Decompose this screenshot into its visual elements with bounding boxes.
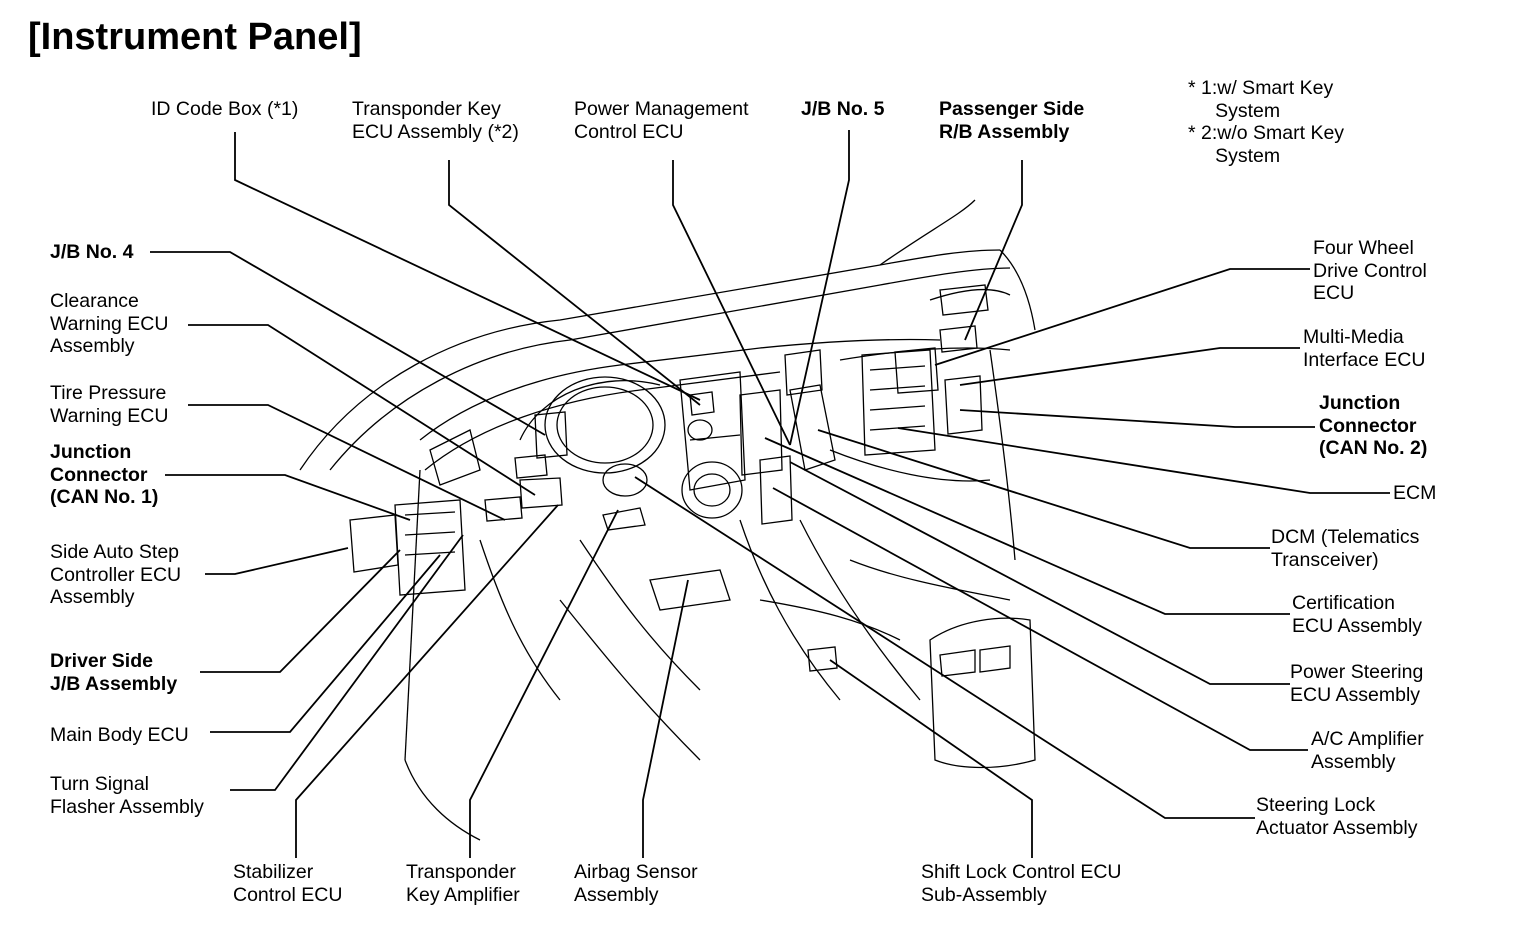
leader-steering-lock (634, 476, 1255, 819)
leader-airbag (642, 579, 689, 858)
label-transponder-amp: Transponder Key Amplifier (406, 861, 520, 906)
label-clearance-warning: Clearance Warning ECU Assembly (50, 290, 169, 357)
leader-clearance-warning (188, 324, 536, 496)
label-shift-lock: Shift Lock Control ECU Sub-Assembly (921, 861, 1122, 906)
label-ecm: ECM (1393, 482, 1437, 504)
leader-junction-can2 (959, 409, 1315, 428)
leader-transponder-amp (469, 509, 619, 858)
leader-lines (150, 130, 1390, 858)
leader-ecm (897, 427, 1390, 494)
footnote-smart-key: * 1:w/ Smart Key System (1188, 77, 1334, 122)
label-dcm: DCM (Telematics Transceiver) (1271, 526, 1420, 571)
label-multi-media: Multi-Media Interface ECU (1303, 326, 1426, 371)
label-driver-jb: Driver Side J/B Assembly (50, 650, 178, 695)
leader-jb-no5 (789, 130, 850, 446)
label-id-code-box: ID Code Box (*1) (151, 98, 299, 120)
leader-driver-jb (200, 549, 401, 673)
leader-turn-signal (230, 534, 464, 791)
label-main-body: Main Body ECU (50, 724, 189, 746)
label-junction-can2: Junction Connector (CAN No. 2) (1319, 392, 1428, 459)
leader-multi-media (959, 347, 1300, 386)
label-turn-signal: Turn Signal Flasher Assembly (50, 773, 204, 818)
label-certification: Certification ECU Assembly (1292, 592, 1423, 637)
label-four-wheel: Four Wheel Drive Control ECU (1313, 237, 1427, 304)
label-power-management: Power Management Control ECU (574, 98, 749, 143)
leader-tire-pressure (188, 404, 506, 521)
label-jb-no4: J/B No. 4 (50, 241, 134, 263)
leader-passenger-rb (964, 160, 1023, 341)
label-transponder-key-ecu: Transponder Key ECU Assembly (*2) (352, 98, 519, 143)
leader-side-auto-step (205, 547, 349, 575)
leader-jb-no4 (150, 251, 546, 436)
label-power-steering: Power Steering ECU Assembly (1290, 661, 1424, 706)
label-tire-pressure: Tire Pressure Warning ECU (50, 382, 169, 427)
dashboard-outline (299, 199, 1036, 841)
leader-power-management (672, 160, 791, 446)
label-jb-no5: J/B No. 5 (801, 98, 885, 120)
page-title: [Instrument Panel] (28, 16, 362, 58)
label-passenger-rb: Passenger Side R/B Assembly (939, 98, 1085, 143)
label-ac-amplifier: A/C Amplifier Assembly (1311, 728, 1424, 773)
leader-ac-amplifier (772, 487, 1308, 751)
label-junction-can1: Junction Connector (CAN No. 1) (50, 441, 159, 508)
label-side-auto-step: Side Auto Step Controller ECU Assembly (50, 541, 182, 608)
leader-junction-can1 (165, 474, 411, 521)
leader-power-steering (789, 461, 1290, 685)
label-airbag: Airbag Sensor Assembly (574, 861, 698, 906)
leader-certification (764, 437, 1290, 615)
leader-main-body (210, 554, 441, 733)
leader-dcm (817, 429, 1270, 549)
label-stabilizer: Stabilizer Control ECU (233, 861, 343, 906)
leader-id-code-box (234, 132, 701, 401)
leader-four-wheel (934, 268, 1310, 366)
label-steering-lock: Steering Lock Actuator Assembly (1256, 794, 1418, 839)
leader-shift-lock (829, 659, 1033, 858)
leader-stabilizer (295, 504, 559, 858)
footnote-no-smart-key: * 2:w/o Smart Key System (1188, 122, 1345, 167)
leader-transponder-key-ecu (448, 160, 701, 406)
